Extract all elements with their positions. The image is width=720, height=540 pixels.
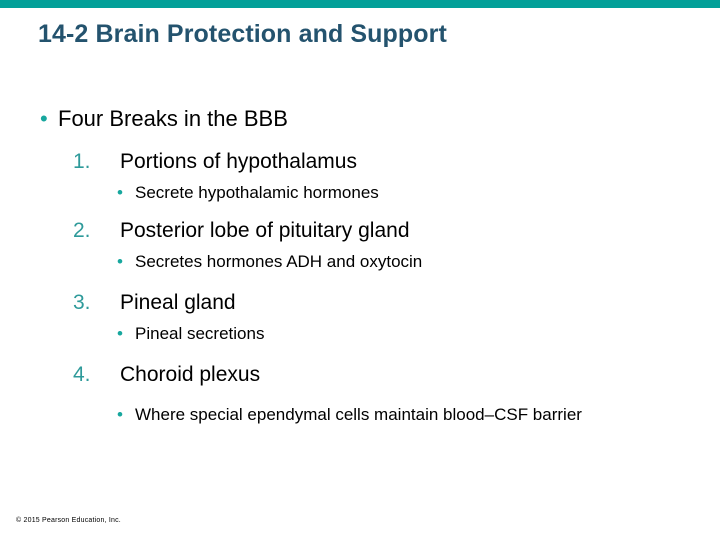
page-title: 14-2 Brain Protection and Support [38, 20, 447, 48]
list-item: 1. Portions of hypothalamus [0, 146, 720, 177]
bullet-icon: • [117, 183, 123, 202]
sub-list-item-label: Where special ependymal cells maintain b… [135, 405, 582, 424]
list-item: 3. Pineal gland [0, 287, 720, 318]
accent-bar [0, 0, 720, 8]
list-item-label: Posterior lobe of pituitary gland [120, 219, 410, 242]
sub-list-item: • Where special ependymal cells maintain… [0, 402, 720, 427]
bullet-icon: • [40, 106, 48, 131]
spacer [0, 278, 720, 287]
sub-list-item-label: Pineal secretions [135, 324, 265, 343]
number-marker-icon: 3. [73, 291, 91, 314]
sub-list-item-label: Secretes hormones ADH and oxytocin [135, 252, 423, 271]
list-item-label: Pineal gland [120, 291, 236, 314]
list-item-label: Choroid plexus [120, 363, 261, 386]
copyright-notice: © 2015 Pearson Education, Inc. [16, 517, 121, 524]
sub-list-item: • Secrete hypothalamic hormones [0, 180, 720, 205]
sub-list-item: • Pineal secretions [0, 321, 720, 346]
number-marker-icon: 2. [73, 219, 91, 242]
main-bullet-label: Four Breaks in the BBB [58, 106, 288, 131]
list-item-label: Portions of hypothalamus [120, 150, 357, 173]
bullet-icon: • [117, 405, 123, 424]
bullet-icon: • [117, 324, 123, 343]
sub-list-item-label: Secrete hypothalamic hormones [135, 183, 379, 202]
bullet-icon: • [117, 252, 123, 271]
spacer [0, 393, 720, 402]
list-item: 2. Posterior lobe of pituitary gland [0, 215, 720, 246]
slide-body: • Four Breaks in the BBB 1. Portions of … [0, 104, 720, 431]
spacer [0, 350, 720, 359]
list-item: 4. Choroid plexus [0, 359, 720, 390]
main-bullet-item: • Four Breaks in the BBB [0, 104, 720, 134]
sub-list-item: • Secretes hormones ADH and oxytocin [0, 249, 720, 274]
number-marker-icon: 4. [73, 363, 91, 386]
number-marker-icon: 1. [73, 150, 91, 173]
